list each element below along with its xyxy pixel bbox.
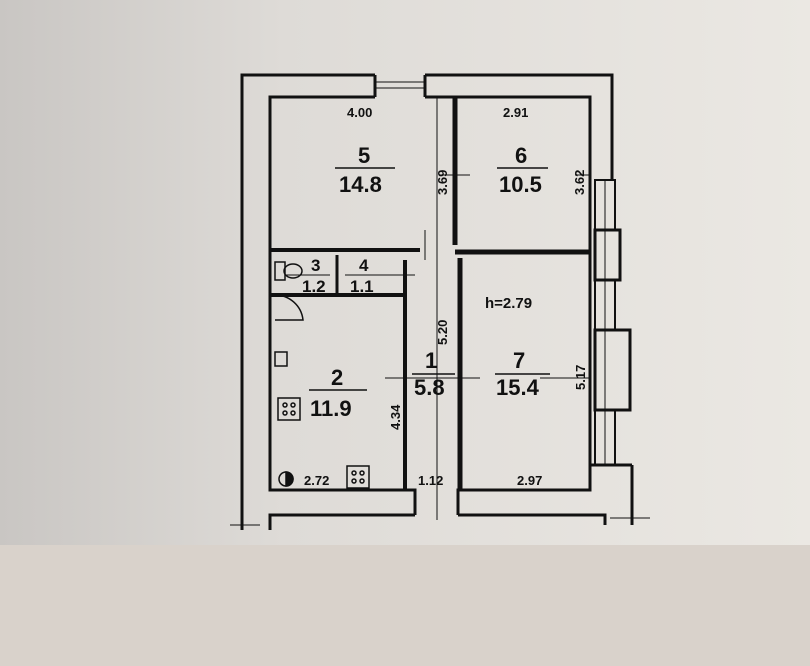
room-7-length: 5.17 xyxy=(573,365,588,390)
walls xyxy=(230,73,650,530)
room-5-area: 14.8 xyxy=(339,172,382,197)
room-2-length: 4.34 xyxy=(388,404,403,430)
room-6-area: 10.5 xyxy=(499,172,542,197)
table-surface xyxy=(0,545,810,666)
room-7-number: 7 xyxy=(513,348,525,373)
room-5-width: 4.00 xyxy=(347,105,372,120)
boiler-icon xyxy=(278,471,294,487)
room-3-area: 1.2 xyxy=(302,277,326,296)
room-1-number: 1 xyxy=(425,348,437,373)
room-3-number: 3 xyxy=(311,256,320,275)
sink-icon xyxy=(274,351,288,367)
stove-icon xyxy=(346,465,370,489)
room-5-length: 3.69 xyxy=(435,170,450,195)
stove-icon xyxy=(277,397,301,421)
room-6-width: 2.91 xyxy=(503,105,528,120)
room-1-width: 1.12 xyxy=(418,473,443,488)
room-4-area: 1.1 xyxy=(350,277,374,296)
room-2-width: 2.72 xyxy=(304,473,329,488)
room-6-length: 3.62 xyxy=(572,170,587,195)
room-4-number: 4 xyxy=(359,256,369,275)
toilet-icon xyxy=(274,261,303,281)
room-7-area: 15.4 xyxy=(496,375,540,400)
room-1-area: 5.8 xyxy=(414,375,445,400)
room-5-number: 5 xyxy=(358,143,370,168)
labels: 4.00 2.91 5 14.8 6 10.5 3.69 3.62 3 1.2 … xyxy=(302,105,588,488)
room-7-width: 2.97 xyxy=(517,473,542,488)
ceiling-height: h=2.79 xyxy=(485,295,532,312)
room-1-length: 5.20 xyxy=(435,320,450,345)
room-6-number: 6 xyxy=(515,143,527,168)
fixtures xyxy=(274,261,370,489)
room-2-number: 2 xyxy=(331,365,343,390)
room-2-area: 11.9 xyxy=(310,396,352,421)
